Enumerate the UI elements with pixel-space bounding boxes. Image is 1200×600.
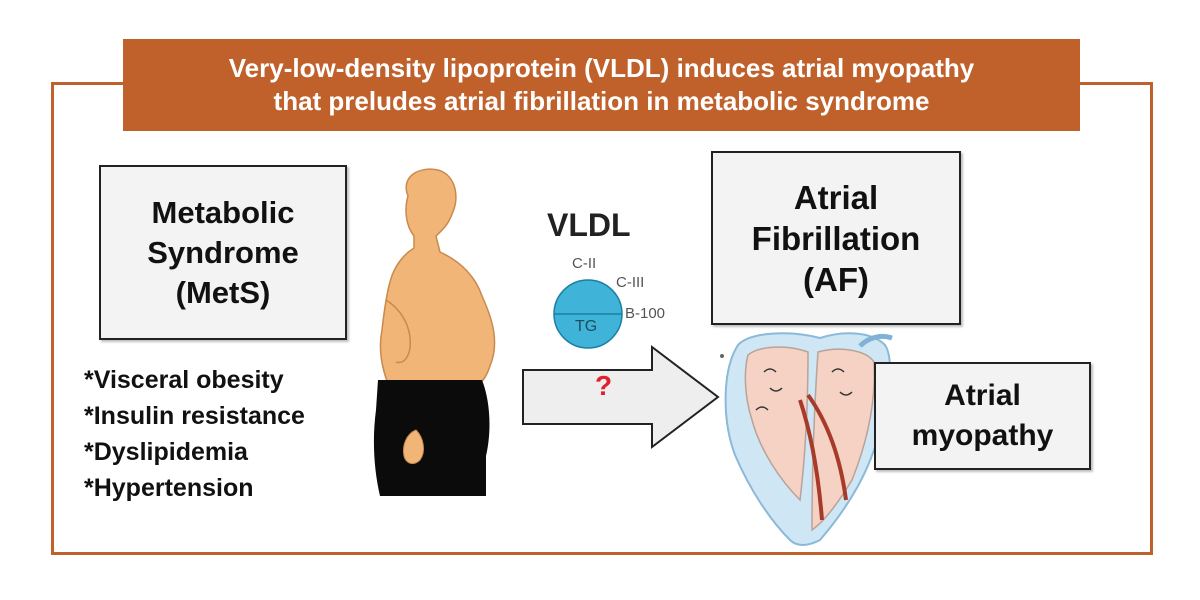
vldl-particle-icon	[553, 279, 623, 349]
feature-item: *Insulin resistance	[84, 402, 305, 430]
title-line-1: Very-low-density lipoprotein (VLDL) indu…	[228, 53, 975, 83]
unknown-mechanism-mark: ?	[595, 370, 613, 401]
title-banner: Very-low-density lipoprotein (VLDL) indu…	[123, 39, 1080, 131]
feature-item: *Hypertension	[84, 474, 254, 502]
atrial-fibrillation-box: Atrial Fibrillation (AF)	[711, 151, 961, 325]
myopathy-line-1: Atrial	[944, 379, 1021, 412]
tg-core-label: TG	[575, 318, 598, 335]
mets-line-1: Metabolic	[151, 194, 295, 230]
af-line-2: Fibrillation	[751, 219, 921, 257]
induction-arrow	[522, 344, 720, 450]
feature-item: *Dyslipidemia	[84, 438, 248, 466]
apo-b100-label: B-100	[625, 305, 666, 322]
feature-item: *Visceral obesity	[84, 366, 284, 394]
myopathy-line-2: myopathy	[911, 419, 1054, 452]
apo-c3-label: C-III	[616, 274, 645, 291]
vldl-label: VLDL	[547, 207, 631, 243]
mets-feature-list: *Visceral obesity *Insulin resistance *D…	[84, 362, 305, 506]
atrial-myopathy-box: Atrial myopathy	[874, 362, 1091, 470]
title-line-2: that preludes atrial fibrillation in met…	[273, 86, 930, 116]
heart-conduction-icon	[720, 332, 893, 546]
mets-line-3: (MetS)	[175, 274, 271, 310]
apo-c2-label: C-II	[572, 255, 597, 272]
mets-line-2: Syndrome	[147, 234, 299, 270]
af-line-1: Atrial	[793, 178, 879, 216]
metabolic-syndrome-box: Metabolic Syndrome (MetS)	[99, 165, 347, 340]
obese-person-silhouette-icon	[362, 162, 522, 504]
af-line-3: (AF)	[803, 260, 869, 298]
